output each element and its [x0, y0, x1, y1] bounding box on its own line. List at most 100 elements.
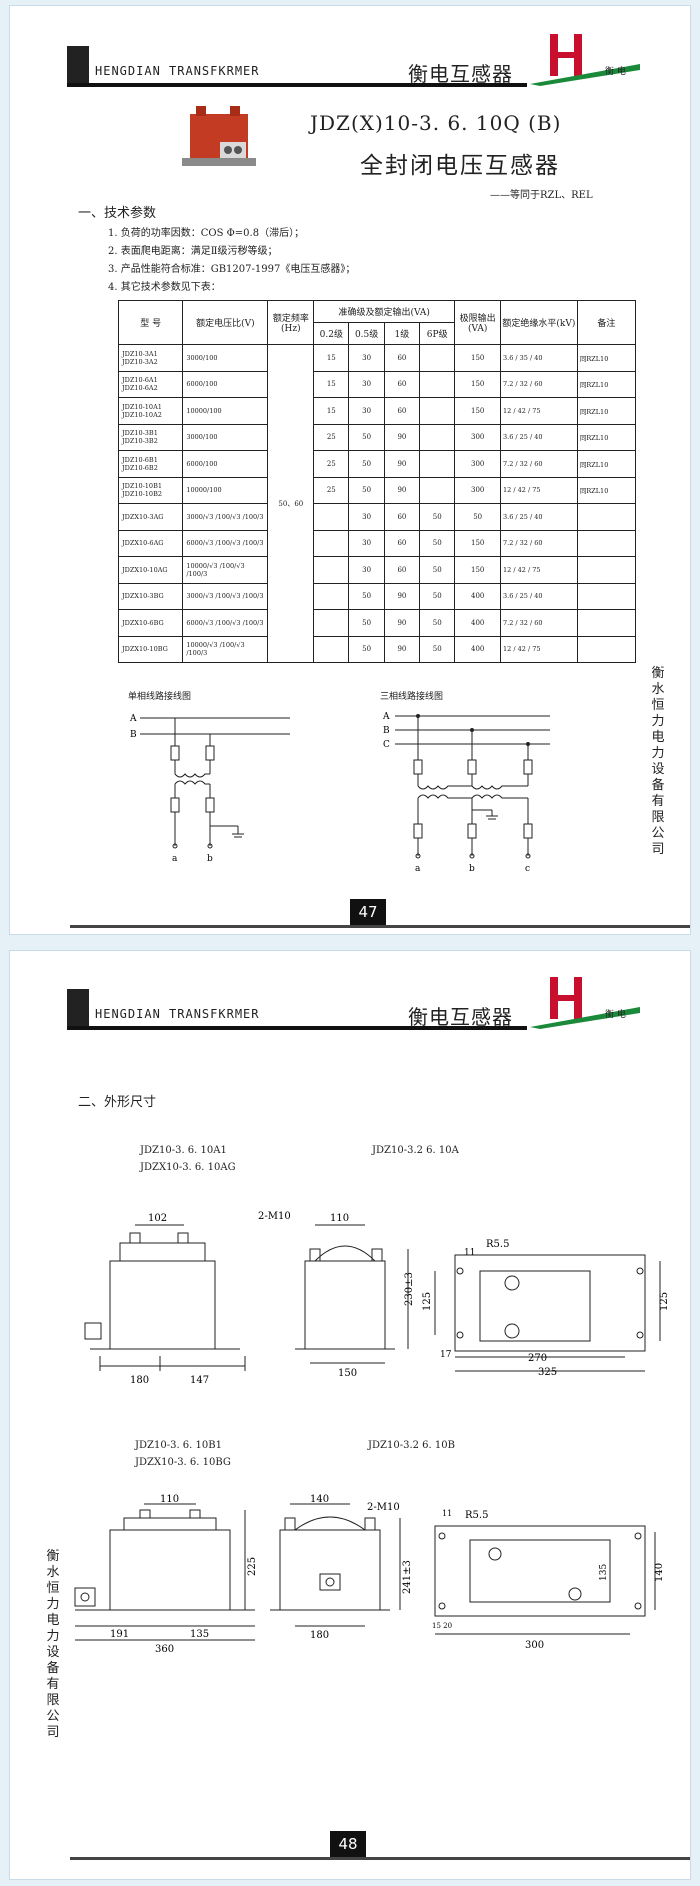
dim-11: 11: [464, 1248, 475, 1258]
th-freq: 额定频率(Hz): [267, 300, 315, 345]
table-cell-class-1: 90: [383, 635, 421, 663]
table-cell-remark: 同RZL10: [576, 370, 637, 398]
footer-rule: [70, 1857, 690, 1860]
table-cell-limit: 150: [454, 397, 502, 425]
table-cell-remark: [576, 529, 637, 557]
label-A: A: [129, 714, 137, 724]
table-cell-class-6p: [419, 423, 456, 451]
table-cell-class-02: [313, 609, 350, 637]
table-cell-ratio: 3000/100: [182, 423, 269, 451]
product-photo-icon: [182, 106, 256, 166]
dim-225: 225: [247, 1557, 258, 1576]
table-cell-limit: 150: [454, 370, 502, 398]
table-cell-model: JDZ10-10B1 JDZ10-10B2: [117, 476, 184, 504]
table-cell-ratio: 10000/100: [182, 397, 269, 425]
table-cell-ratio: 6000/100: [182, 370, 269, 398]
table-cell-insulation: 12 / 42 / 75: [500, 476, 578, 504]
table-cell-class-02: [313, 503, 350, 531]
table-cell-model: JDZ10-6A1 JDZ10-6A2: [117, 370, 184, 398]
three-phase-diagram-title: 三相线路接线图: [380, 692, 444, 702]
dim-2-m10-b: 2-M10: [367, 1502, 400, 1513]
table-cell-ratio: 6000/√3 /100/√3 /100/3: [182, 529, 269, 557]
table-cell-class-1: 90: [383, 609, 421, 637]
brand-english: HENGDIAN TRANSFKRMER: [95, 1007, 260, 1021]
company-logo: [530, 977, 640, 1029]
header-bar-block: [67, 989, 89, 1029]
dim-270: 270: [528, 1353, 547, 1364]
model-a: JDZ10-3.2 6. 10A: [372, 1145, 459, 1156]
label-b-3p: b: [469, 864, 475, 874]
dimension-drawing-b: 110 225 191 135 360 140 2-M10 241±3 180 …: [74, 1494, 665, 1655]
single-phase-wiring-diagram: A B a b: [129, 714, 290, 864]
table-cell-class-05: 30: [348, 344, 385, 372]
table-cell-class-02: 25: [313, 423, 350, 451]
th-ratio: 额定电压比(V): [182, 300, 269, 345]
spec-item-3: 3. 产品性能符合标准：GB1207-1997《电压互感器》；: [108, 264, 356, 275]
table-cell-class-05: 30: [348, 397, 385, 425]
table-cell-remark: 同RZL10: [576, 476, 637, 504]
table-cell-ratio: 6000/100: [182, 450, 269, 478]
table-cell-insulation: 3.6 / 35 / 40: [500, 344, 578, 372]
brand-chinese: 衡电互感器: [408, 62, 513, 86]
table-cell-class-05: 50: [348, 476, 385, 504]
table-cell-model: JDZX10-6AG: [117, 529, 184, 557]
company-name-vertical: 衡水恒力电力设备有限公司: [651, 666, 665, 857]
table-cell-insulation: 3.6 / 25 / 40: [500, 503, 578, 531]
dim-135-b: 135: [599, 1564, 609, 1581]
dim-r55-b: R5.5: [465, 1510, 488, 1521]
dim-241: 241±3: [402, 1560, 413, 1594]
table-cell-class-1: 60: [383, 529, 421, 557]
product-subtitle: 全封闭电压互感器: [360, 153, 560, 179]
table-cell-class-6p: 50: [419, 556, 456, 584]
table-cell-class-02: 25: [313, 450, 350, 478]
model-bg: JDZX10-3. 6. 10BG: [135, 1457, 231, 1468]
table-cell-class-6p: 50: [419, 635, 456, 663]
dim-2-m10: 2-M10: [258, 1211, 291, 1222]
table-cell-class-05: 30: [348, 503, 385, 531]
table-cell-class-02: 15: [313, 344, 350, 372]
table-cell-class-05: 30: [348, 529, 385, 557]
table-cell-class-1: 90: [383, 450, 421, 478]
table-cell-class-6p: [419, 476, 456, 504]
table-cell-insulation: 12 / 42 / 75: [500, 397, 578, 425]
dim-150: 150: [338, 1368, 357, 1379]
dim-125-left: 125: [422, 1292, 433, 1311]
table-cell-model: JDZX10-10BG: [117, 635, 184, 663]
page-number: 48: [330, 1831, 366, 1857]
table-cell-class-05: 50: [348, 635, 385, 663]
dim-360: 360: [155, 1644, 174, 1655]
table-cell-ratio: 3000/√3 /100/√3 /100/3: [182, 503, 269, 531]
table-cell-remark: 同RZL10: [576, 397, 637, 425]
th-class-1: 1级: [383, 322, 421, 345]
three-phase-wiring-diagram: A B C a b c: [382, 712, 550, 874]
th-class-05: 0.5级: [348, 322, 385, 345]
table-cell-limit: 400: [454, 609, 502, 637]
model-ag: JDZX10-3. 6. 10AG: [140, 1162, 236, 1173]
catalog-page-47: HENGDIAN TRANSFKRMER 衡电互感器 衡 电 JDZ(X)10-…: [9, 5, 691, 935]
table-cell-limit: 300: [454, 450, 502, 478]
table-cell-class-6p: [419, 344, 456, 372]
table-cell-remark: 同RZL10: [576, 423, 637, 451]
spec-table: 型 号 额定电压比(V) 额定频率(Hz) 准确级及额定输出(VA) 极限输出(…: [117, 300, 637, 663]
label-C-3p: C: [383, 740, 390, 750]
table-cell-ratio: 3000/√3 /100/√3 /100/3: [182, 582, 269, 610]
spec-item-4: 4. 其它技术参数见下表：: [108, 282, 221, 293]
dim-140: 140: [310, 1494, 329, 1505]
dim-140-b: 140: [654, 1563, 665, 1582]
table-cell-remark: [576, 609, 637, 637]
label-a-3p: a: [415, 864, 421, 874]
table-cell-ratio: 10000/100: [182, 476, 269, 504]
model-b1: JDZ10-3. 6. 10B1: [135, 1440, 222, 1451]
table-cell-class-05: 30: [348, 556, 385, 584]
table-cell-limit: 400: [454, 635, 502, 663]
dim-r55: R5.5: [486, 1239, 509, 1250]
table-cell-remark: [576, 503, 637, 531]
